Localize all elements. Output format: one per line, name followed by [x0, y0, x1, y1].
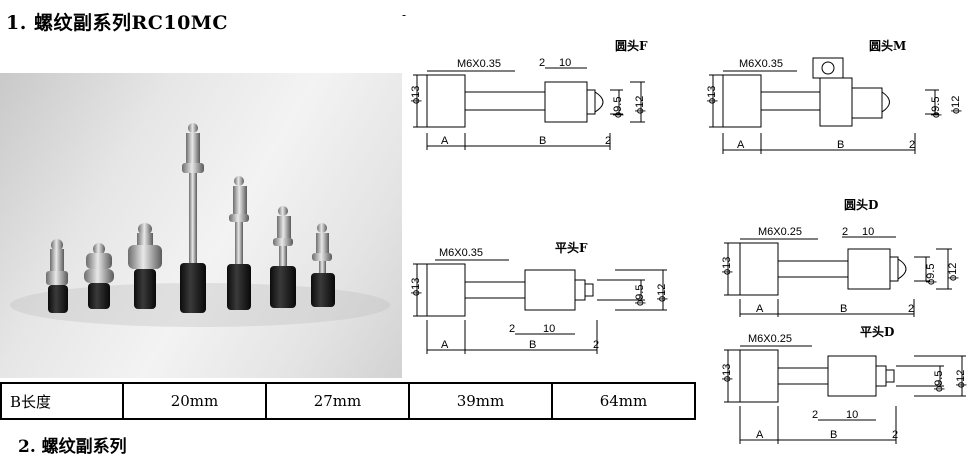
- thread-label: M6X0.25: [748, 333, 792, 345]
- dim-2-top: 2: [539, 57, 545, 69]
- drawing-title: 圆头D: [844, 197, 878, 212]
- dim-phi13: ϕ13: [410, 86, 422, 104]
- section-title: 1. 螺纹副系列RC10MC: [6, 12, 228, 34]
- dim-phi13: ϕ13: [721, 257, 733, 275]
- dim-b: B: [830, 429, 837, 441]
- separator-dash: -: [402, 8, 407, 22]
- drawing-flat-f: 平头F M6X0.35 ϕ13 ϕ9.5 ϕ12 2 10 A B 2: [410, 240, 668, 354]
- pin-4: [180, 123, 206, 313]
- dim-2-bottom: 2: [892, 429, 898, 441]
- drawing-title: 平头D: [860, 324, 894, 339]
- table-row: B长度 20mm 27mm 39mm 64mm: [0, 382, 696, 420]
- thread-label: M6X0.35: [439, 247, 483, 259]
- dim-2-top: 2: [509, 323, 515, 335]
- dim-10: 10: [846, 409, 858, 421]
- dim-2-top: 2: [812, 409, 818, 421]
- dim-phi95: ϕ9.5: [925, 264, 937, 285]
- dim-phi13: ϕ13: [706, 86, 718, 104]
- next-section-heading: 2. 螺纹副系列: [18, 437, 127, 457]
- thread-label: M6X0.35: [739, 58, 783, 70]
- dim-a: A: [441, 135, 449, 147]
- dim-b: B: [529, 339, 536, 351]
- product-photo-illustration: [10, 123, 390, 327]
- pin-3: [128, 223, 162, 309]
- pin-1: [46, 239, 68, 313]
- dim-2: 2: [909, 139, 915, 151]
- table-value-cell: 27mm: [265, 382, 410, 420]
- pin-5: [227, 176, 251, 310]
- dim-phi12: ϕ12: [656, 284, 668, 302]
- dim-phi13: ϕ13: [721, 364, 733, 382]
- drawing-round-d: 圆头D M6X0.25 2 10 ϕ13 ϕ9.5 ϕ12 A B 2: [721, 197, 959, 317]
- thread-label: M6X0.25: [758, 226, 802, 238]
- table-value-cell: 64mm: [551, 382, 696, 420]
- dim-2-bottom: 2: [908, 303, 914, 315]
- dim-10: 10: [862, 226, 874, 238]
- dim-phi12: ϕ12: [955, 370, 967, 388]
- drawing-round-f: 圆头F M6X0.35 2 10 ϕ13 ϕ9.5 ϕ12 A B 2: [410, 38, 648, 150]
- dim-phi95: ϕ9.5: [634, 285, 646, 306]
- b-length-table: B长度 20mm 27mm 39mm 64mm: [0, 382, 696, 420]
- drawing-title: 平头F: [555, 240, 588, 255]
- dim-b: B: [840, 303, 847, 315]
- thread-label: M6X0.35: [457, 58, 501, 70]
- table-value-cell: 39mm: [408, 382, 553, 420]
- dim-phi95: ϕ9.5: [612, 97, 624, 118]
- dim-2-bottom: 2: [605, 135, 611, 147]
- dim-2-bottom: 2: [593, 339, 599, 351]
- dim-phi12: ϕ12: [634, 96, 646, 114]
- dim-a: A: [737, 139, 745, 151]
- dim-a: A: [756, 429, 764, 441]
- dim-a: A: [756, 303, 764, 315]
- table-label-cell: B长度: [0, 382, 124, 420]
- drawing-title: 圆头F: [615, 38, 648, 53]
- dim-b: B: [837, 139, 844, 151]
- drawing-title: 圆头M: [869, 38, 906, 53]
- dim-phi12: ϕ12: [950, 96, 962, 114]
- dim-10: 10: [559, 57, 571, 69]
- product-photo: [0, 73, 402, 378]
- pin-6: [270, 206, 296, 308]
- dim-phi12: ϕ12: [947, 263, 959, 281]
- dim-a: A: [441, 339, 449, 351]
- pin-2: [84, 243, 114, 309]
- dim-b: B: [539, 135, 546, 147]
- drawing-round-m: 圆头M M6X0.35 ϕ13 ϕ9.5 ϕ12 A B 2: [706, 38, 962, 154]
- drawing-flat-d: 平头D M6X0.25 ϕ13 ϕ9.5 ϕ12 2 10 A B 2: [721, 324, 967, 444]
- dim-phi95: ϕ9.5: [933, 371, 945, 392]
- pin-7: [311, 223, 335, 307]
- dim-10: 10: [543, 323, 555, 335]
- dim-phi95: ϕ9.5: [930, 97, 942, 118]
- table-value-cell: 20mm: [122, 382, 267, 420]
- dim-phi13: ϕ13: [410, 278, 422, 296]
- dim-2-top: 2: [842, 226, 848, 238]
